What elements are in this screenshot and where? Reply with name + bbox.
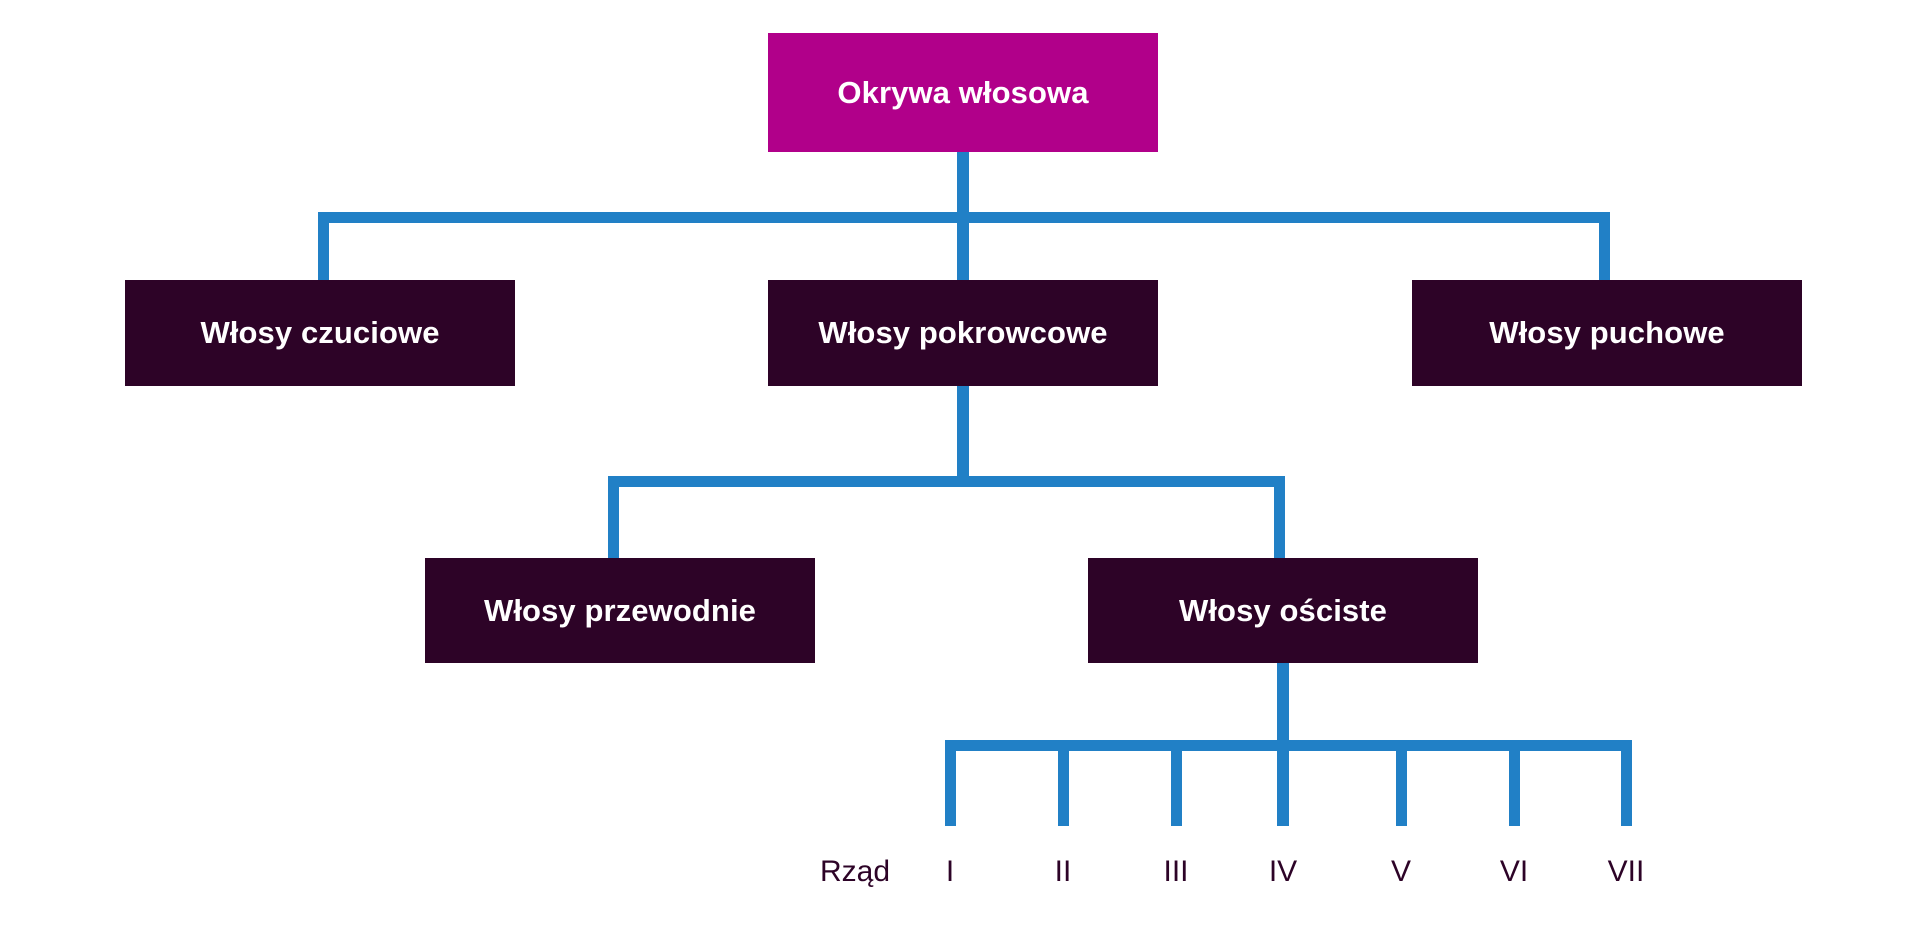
node-label: Włosy puchowe xyxy=(1489,315,1725,350)
row-tick-label-4: IV xyxy=(1268,855,1298,888)
row-series-caption: Rząd xyxy=(820,855,891,888)
connector-root-stem xyxy=(957,152,969,222)
connector-level3-drop-right xyxy=(1274,476,1285,561)
row-tick-label-1: I xyxy=(945,855,955,888)
connector-row-stem-iii xyxy=(1171,740,1182,826)
row-tick-label-5: V xyxy=(1390,855,1411,888)
connector-row-stem-v xyxy=(1396,740,1407,826)
connector-level2-drop-left xyxy=(318,212,329,282)
node-label: Włosy przewodnie xyxy=(483,592,757,628)
node-wlosy-przewodnie[interactable]: Włosy przewodnie xyxy=(425,558,815,663)
node-wlosy-osciste[interactable]: Włosy ościste xyxy=(1088,558,1478,663)
node-okrywa-wlosowa[interactable]: Okrywa włosowa xyxy=(768,33,1158,152)
connector-osciste-stem xyxy=(1277,663,1289,746)
row-tick-label-2: II xyxy=(1054,855,1072,888)
connector-pokrowcowe-stem xyxy=(957,386,969,487)
connector-row-stem-i xyxy=(945,740,956,826)
connector-row-stem-vii xyxy=(1621,740,1632,826)
node-wlosy-puchowe[interactable]: Włosy puchowe xyxy=(1412,280,1802,386)
node-label: Włosy pokrowcowe xyxy=(818,315,1108,350)
row-tick-label-7: VII xyxy=(1607,855,1645,888)
connector-level2-drop-right xyxy=(1599,212,1610,282)
node-wlosy-pokrowcowe[interactable]: Włosy pokrowcowe xyxy=(768,280,1158,386)
connector-row-stem-vi xyxy=(1509,740,1520,826)
row-tick-label-6: VI xyxy=(1499,855,1529,888)
connector-row-stem-ii xyxy=(1058,740,1069,826)
connector-level3-drop-left xyxy=(608,476,619,561)
row-tick-label-3: III xyxy=(1163,855,1189,888)
node-wlosy-czuciowe[interactable]: Włosy czuciowe xyxy=(125,280,515,386)
connector-level2-drop-center xyxy=(957,212,969,282)
node-label: Włosy ościste xyxy=(1178,592,1388,628)
node-label: Włosy czuciowe xyxy=(200,315,440,350)
connector-level3-bus xyxy=(608,476,1285,487)
connector-row-stem-iv xyxy=(1277,740,1289,826)
node-label: Okrywa włosowa xyxy=(837,74,1089,110)
